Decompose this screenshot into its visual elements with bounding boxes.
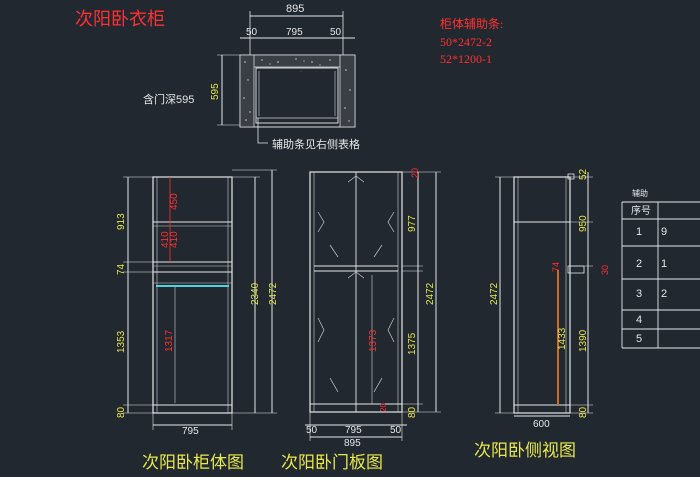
body-inner-low-dim: 1317	[164, 329, 175, 352]
door-w-total-dim: 895	[344, 438, 361, 449]
door-h-lower-dim: 1375	[407, 332, 418, 355]
plan-inner-dim: 795	[286, 27, 303, 38]
door-top-gap-dim: 20	[410, 168, 420, 178]
table-title: 辅助	[632, 188, 648, 198]
side-view: 74 1433 30 52 950 1390 80 2472 600 次阳卧侧视…	[474, 168, 610, 460]
drawing-title: 次阳卧衣柜	[75, 9, 165, 29]
side-inner-dim: 1433	[557, 327, 568, 350]
table-row-3: 3	[636, 288, 642, 300]
side-total-dim: 2472	[489, 282, 500, 305]
body-view-label: 次阳卧柜体图	[142, 453, 244, 472]
plan-view: 895 50 795 50 · 595 含门深595	[143, 3, 360, 151]
wall-hatch	[243, 58, 351, 122]
door-inner-low-dim: 1373	[368, 329, 379, 352]
body-h-base-dim: 80	[116, 406, 127, 418]
door-w-mid-dim: 795	[345, 425, 362, 436]
body-h-mid-dim: 74	[116, 263, 127, 275]
table-col2-row-1: 9	[661, 226, 667, 238]
aux-table: 辅助 序号 1 2 3 4 5 9 1 2	[621, 188, 700, 349]
side-depth-dim: 600	[533, 419, 550, 430]
table-row-5: 5	[636, 333, 642, 345]
door-total-dim: 2472	[425, 282, 436, 305]
body-width-dim: 795	[182, 426, 199, 437]
table-header: 序号	[631, 204, 651, 217]
side-base-dim: 80	[578, 406, 589, 418]
side-upper-dim: 950	[578, 215, 589, 232]
door-w-left-dim: 50	[306, 425, 318, 436]
body-shelf1-dim: 450	[169, 193, 180, 210]
table-col2-row-2: 1	[661, 258, 667, 270]
body-total-a-dim: 2340	[250, 282, 261, 305]
plan-width-dim: 895	[286, 3, 304, 15]
aux-line2: 52*1200-1	[440, 52, 492, 66]
table-col2-row-3: 2	[661, 288, 667, 300]
svg-text:·: ·	[300, 69, 302, 75]
body-h-top-dim: 913	[116, 213, 127, 230]
door-h-base-dim: 80	[407, 406, 418, 418]
aux-line1: 50*2472-2	[440, 35, 492, 49]
side-lower-dim: 1390	[578, 329, 589, 352]
body-shelf2-dim: 410	[169, 231, 180, 248]
body-h-low-dim: 1353	[116, 330, 127, 353]
plan-side-right-dim: 50	[330, 27, 342, 38]
plan-note: 辅助条见右侧表格	[272, 137, 360, 151]
table-row-4: 4	[636, 314, 642, 326]
body-total-b-dim: 2472	[268, 282, 279, 305]
door-opening-marks	[317, 175, 395, 393]
side-mid-red-dim: 74	[551, 262, 561, 272]
side-detail-dim: 30	[600, 265, 610, 275]
plan-depth-dim: 595	[210, 83, 221, 100]
door-small-dim: 20	[379, 403, 388, 412]
side-view-label: 次阳卧侧视图	[474, 441, 576, 460]
door-view-label: 次阳卧门板图	[281, 453, 383, 472]
plan-depth-note: 含门深595	[143, 92, 194, 106]
table-row-1: 1	[636, 226, 642, 238]
body-shelf3-dim: 410	[160, 231, 171, 248]
body-view: 450 410 410 1317 913 74 1353 80 2340 247…	[116, 169, 279, 472]
aux-title: 柜体辅助条:	[440, 17, 503, 31]
plan-side-left-dim: 50	[246, 27, 258, 38]
door-view: 1373 20 20 977 1375 80 2472 50 795 50 89…	[281, 168, 441, 472]
side-top-dim: 52	[578, 168, 589, 180]
door-w-right-dim: 50	[390, 425, 402, 436]
door-h-upper-dim: 977	[407, 215, 418, 232]
aux-strip-notes: 柜体辅助条: 50*2472-2 52*1200-1	[440, 17, 503, 66]
table-row-2: 2	[636, 258, 642, 270]
